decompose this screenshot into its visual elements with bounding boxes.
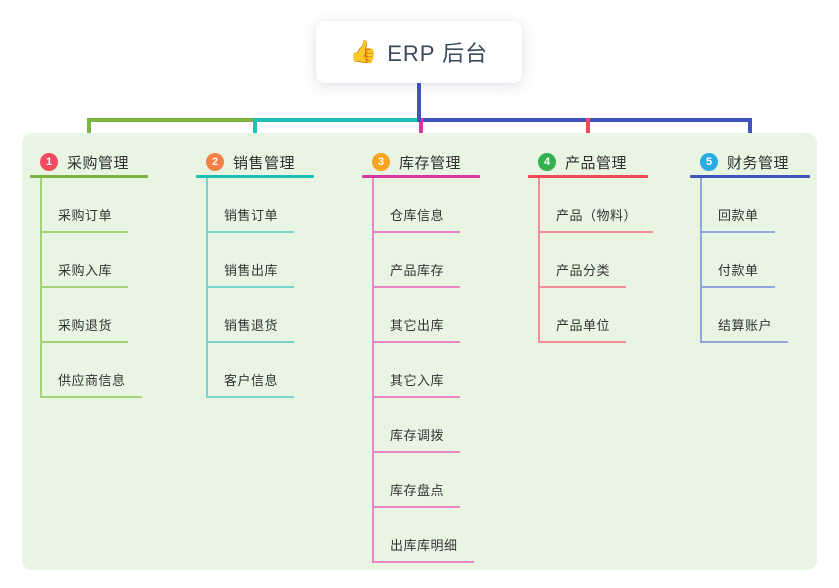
- branch-sub-vline: [700, 178, 702, 343]
- root-stem: [417, 83, 421, 122]
- branch-item[interactable]: 结算账户: [700, 318, 789, 343]
- branch-item[interactable]: 付款单: [700, 263, 775, 288]
- connector-drop: [419, 118, 423, 145]
- branch-item[interactable]: 仓库信息: [372, 208, 461, 233]
- branch-item[interactable]: 其它入库: [372, 373, 461, 398]
- connector-horizontal: [417, 118, 752, 122]
- branch-number-badge: 3: [372, 153, 390, 171]
- branches-panel: [22, 133, 817, 570]
- branch-title-label: 销售管理: [233, 154, 296, 172]
- connector-drop: [87, 118, 91, 145]
- branch-title[interactable]: 5 财务管理: [690, 149, 789, 175]
- branch-item[interactable]: 其它出库: [372, 318, 461, 343]
- branch-sub-vline: [538, 178, 540, 343]
- branch-title[interactable]: 2 销售管理: [196, 149, 295, 175]
- branch-title-label: 采购管理: [67, 154, 130, 172]
- branch-item[interactable]: 产品单位: [538, 318, 627, 343]
- branch-title-label: 产品管理: [565, 154, 628, 172]
- connector-drop: [586, 118, 590, 145]
- branch-item[interactable]: 出库库明细: [372, 538, 474, 563]
- branch-number-badge: 4: [538, 153, 556, 171]
- branch-number-badge: 2: [206, 153, 224, 171]
- branch-item[interactable]: 销售退货: [206, 318, 295, 343]
- branch-item[interactable]: 销售订单: [206, 208, 295, 233]
- root-label: ERP 后台: [387, 41, 489, 66]
- branch-item[interactable]: 库存盘点: [372, 483, 461, 508]
- branch-sub-vline: [372, 178, 374, 563]
- branch-sub-vline: [206, 178, 208, 398]
- branch-item[interactable]: 采购订单: [40, 208, 129, 233]
- branch-title[interactable]: 4 产品管理: [528, 149, 627, 175]
- connector-drop: [253, 118, 257, 145]
- branch-title[interactable]: 3 库存管理: [362, 149, 461, 175]
- branch-title-label: 财务管理: [727, 154, 790, 172]
- branch-title-underline: [196, 175, 314, 178]
- connector-horizontal: [253, 118, 421, 122]
- branch-item[interactable]: 客户信息: [206, 373, 295, 398]
- branch-item[interactable]: 产品（物料）: [538, 208, 654, 233]
- branch-item[interactable]: 销售出库: [206, 263, 295, 288]
- branch-title[interactable]: 1 采购管理: [30, 149, 129, 175]
- branch-number-badge: 1: [40, 153, 58, 171]
- branch-title-underline: [30, 175, 148, 178]
- branch-item[interactable]: 供应商信息: [40, 373, 142, 398]
- branch-item[interactable]: 回款单: [700, 208, 775, 233]
- branch-title-label: 库存管理: [399, 154, 462, 172]
- branch-item[interactable]: 采购退货: [40, 318, 129, 343]
- thumbs-up-icon: 👍: [349, 39, 378, 64]
- branch-title-underline: [690, 175, 810, 178]
- branch-sub-vline: [40, 178, 42, 398]
- branch-number-badge: 5: [700, 153, 718, 171]
- root-node[interactable]: 👍 ERP 后台: [316, 21, 522, 83]
- branch-item[interactable]: 产品分类: [538, 263, 627, 288]
- branch-title-underline: [362, 175, 480, 178]
- branch-item[interactable]: 库存调拨: [372, 428, 461, 453]
- branch-item[interactable]: 产品库存: [372, 263, 461, 288]
- connector-drop: [748, 118, 752, 145]
- branch-title-underline: [528, 175, 648, 178]
- branch-item[interactable]: 采购入库: [40, 263, 129, 288]
